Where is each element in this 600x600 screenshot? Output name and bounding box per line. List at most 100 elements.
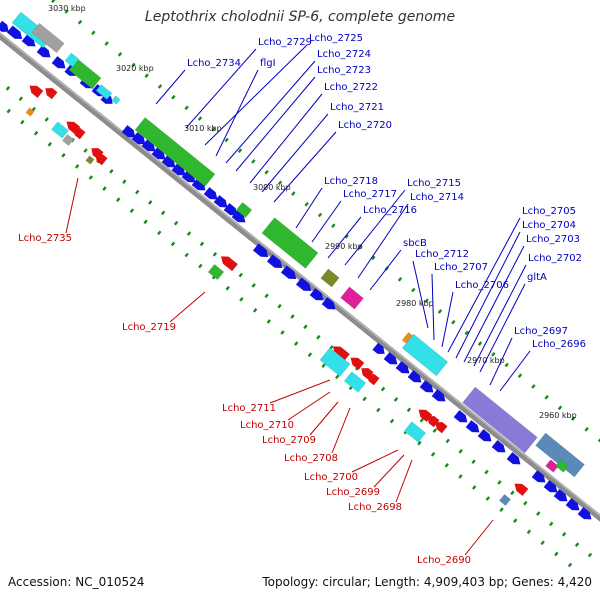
dotted-guide-lower [444,463,449,468]
tick-label: 3000 kbp [253,183,291,192]
forward-gene-arrow [203,187,218,200]
dotted-guide-lower-2 [510,490,515,496]
feature-block [320,268,340,288]
tick-label: 2980 kbp [396,299,434,308]
dotted-guide-upper [477,341,483,346]
dotted-guide-lower-2 [277,303,282,309]
forward-gene-arrow [395,361,410,374]
dotted-guide-lower [33,130,39,136]
reverse-gene-arrow [514,483,529,496]
blue-gene-label: Lcho_2715 [407,178,461,189]
blue-gene-label: Lcho_2720 [338,120,392,131]
dotted-guide-lower [47,141,52,147]
dotted-guide-lower-2 [173,220,179,226]
forward-gene-arrow [506,452,521,465]
dotted-guide-lower-2 [264,293,269,299]
dotted-guide-lower [335,374,340,380]
forward-gene-arrow [21,34,36,47]
dotted-guide-lower [307,352,313,357]
blue-gene-label: Lcho_2704 [522,220,576,231]
reverse-gene-arrow [91,148,104,160]
blue-gene-label: Lcho_2716 [363,205,417,216]
feature-block [545,459,559,473]
blue-gene-label: Lcho_2723 [317,65,371,76]
forward-gene-arrow [121,125,136,138]
dotted-guide-upper [397,276,403,282]
red-gene-label: Lcho_2698 [348,502,402,513]
blue-gene-label: Lcho_2718 [324,176,378,187]
blue-leader-line [249,93,323,184]
forward-gene-arrow [231,210,246,223]
forward-gene-arrow [141,139,156,152]
feature-block [555,459,569,473]
blue-leader-line [441,291,454,348]
dotted-guide-lower [567,562,573,568]
dotted-guide-upper [211,126,216,132]
feature-block-lower [25,107,35,117]
red-gene-label: Lcho_2735 [18,233,72,244]
feature-block-lower [499,494,511,506]
forward-gene-arrow [36,45,51,58]
dotted-guide-lower-2 [83,148,88,153]
blue-gene-label: flgI [260,58,276,69]
red-gene-label: Lcho_2699 [326,487,380,498]
dotted-guide-lower-2 [380,386,386,392]
dotted-guide-lower [88,175,94,180]
reverse-gene-arrow [435,422,448,434]
dotted-guide-lower-2 [303,324,308,330]
dotted-guide-lower [321,363,326,369]
forward-gene-arrow [6,25,23,40]
forward-gene-arrow [553,489,568,502]
dotted-guide-lower [513,518,518,524]
dotted-guide-upper [531,384,536,389]
dotted-guide-lower-2 [135,189,140,195]
red-gene-label: Lcho_2700 [304,472,358,483]
blue-gene-label: Lcho_2722 [324,82,378,93]
dotted-guide-lower [74,164,80,169]
blue-leader-line [225,60,316,164]
dotted-guide-lower [540,540,545,546]
reverse-gene-arrow [350,357,365,370]
dotted-guide-lower [471,485,477,490]
dotted-guide-lower [170,241,176,247]
forward-gene-arrow [295,277,312,292]
dotted-guide-lower [362,396,367,402]
feature-block-lower [403,421,427,443]
blue-leader-line [431,273,435,341]
forward-gene-arrow [321,297,336,310]
dotted-guide-lower [184,252,189,258]
dotted-guide-upper [51,0,56,4]
blue-gene-label: Lcho_2721 [330,102,384,113]
blue-gene-label: Lcho_2706 [455,280,509,291]
dotted-guide-lower [102,186,107,191]
blue-leader-line [412,260,429,329]
blue-leader-line [463,245,525,363]
blue-leader-line [327,216,362,259]
dotted-guide-upper [91,30,96,36]
red-leader-line [373,454,405,488]
dotted-guide-lower [526,529,532,535]
tick-label: 2960 kbp [539,411,577,420]
forward-gene-arrow [252,243,269,258]
blue-leader-line [499,350,531,392]
dotted-guide-upper [157,84,163,89]
dotted-guide-lower-2 [536,511,541,516]
dotted-guide-lower [129,208,135,214]
forward-gene-arrow [407,370,422,383]
blue-gene-label: gltA [527,272,547,283]
dotted-guide-lower [225,285,230,291]
blue-leader-line [215,69,259,157]
red-gene-label: Lcho_2711 [222,403,276,414]
forward-gene-arrow [465,420,480,433]
blue-gene-label: Lcho_2707 [434,262,488,273]
reverse-gene-arrow [333,346,350,362]
blue-leader-line [489,337,513,386]
backbone-highlight [0,32,600,517]
dotted-guide-upper [371,255,376,261]
red-leader-line [464,519,494,556]
dotted-guide-lower [280,330,285,335]
dotted-guide-lower-2 [523,500,528,506]
feature-block [134,117,216,187]
dotted-guide-lower-2 [587,552,593,558]
